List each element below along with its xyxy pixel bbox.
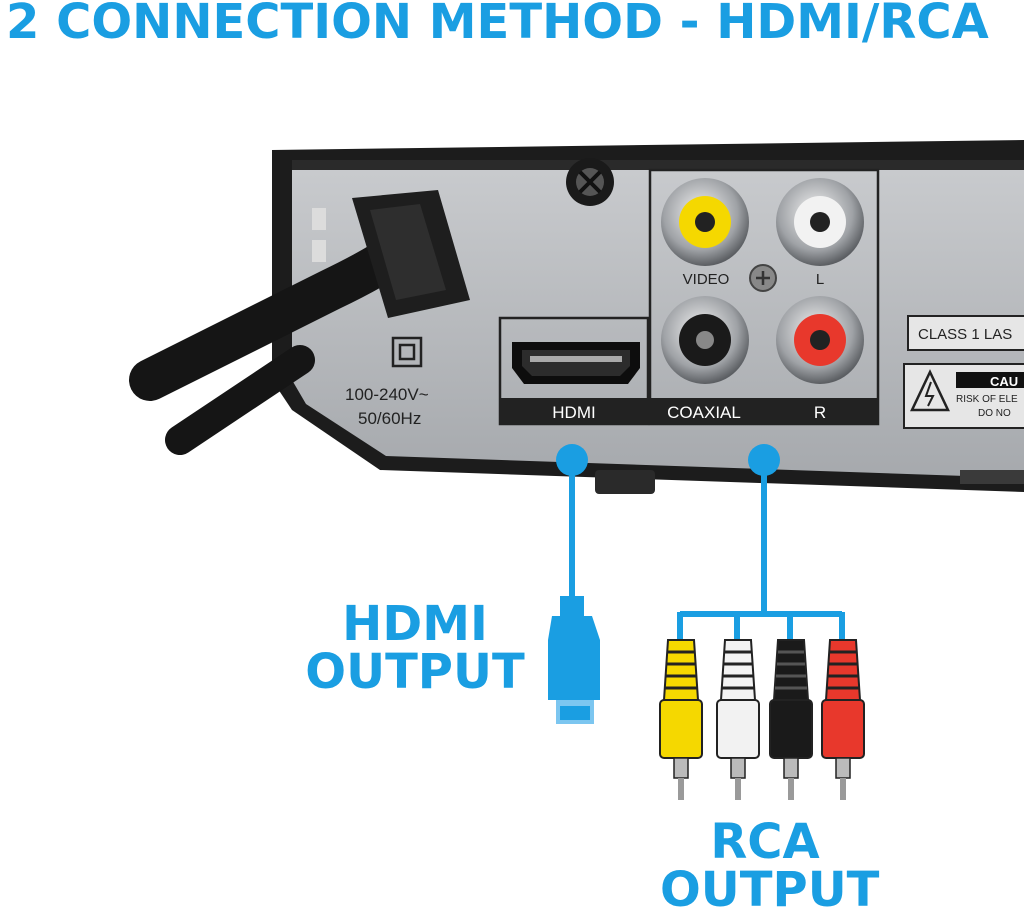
port-label-coaxial: COAXIAL <box>667 403 741 422</box>
port-label-hdmi: HDMI <box>552 403 595 422</box>
hdmi-port-marker <box>556 444 588 476</box>
rca-plug-white <box>716 639 760 800</box>
av-jack-panel <box>648 168 880 426</box>
hdmi-output-line1: HDMI <box>342 596 488 652</box>
jack-audio-left-white <box>776 178 864 266</box>
av-port-marker <box>748 444 780 476</box>
rca-plug-red <box>821 639 865 800</box>
jack-audio-right-red <box>776 296 864 384</box>
rca-output-label: RCA OUTPUT <box>660 814 880 918</box>
rca-plug-icon <box>659 639 865 800</box>
rca-output-line1: RCA <box>710 814 820 870</box>
power-cord-icon <box>129 190 470 455</box>
hdmi-output-label: HDMI OUTPUT <box>300 600 530 696</box>
rca-plug-black <box>769 639 813 800</box>
chassis-screw <box>566 158 614 206</box>
power-rating-line1: 100-240V~ <box>345 385 429 404</box>
caution-line1: RISK OF ELE <box>956 394 1018 405</box>
laser-class-label-box <box>907 315 1024 351</box>
headline: 2 CONNECTION METHOD - HDMI/RCA <box>6 0 989 50</box>
power-rating-line2: 50/60Hz <box>358 409 421 428</box>
caution-title: CAU <box>990 374 1018 389</box>
rca-output-line2: OUTPUT <box>660 862 880 918</box>
hdmi-plug-icon <box>548 596 600 724</box>
double-insulation-icon <box>391 336 423 368</box>
device-foot <box>595 470 655 494</box>
jack-coaxial-black <box>661 296 749 384</box>
caution-line2: DO NO <box>978 408 1011 419</box>
port-label-video: VIDEO <box>683 271 730 288</box>
hdmi-port <box>498 316 650 426</box>
caution-label <box>903 363 1024 429</box>
port-label-r: R <box>814 403 826 422</box>
jack-video-yellow <box>661 178 749 266</box>
hdmi-output-line2: OUTPUT <box>305 644 525 700</box>
rca-plug-yellow <box>659 639 703 800</box>
laser-class-label: CLASS 1 LAS <box>918 326 1012 343</box>
port-label-l: L <box>816 271 824 288</box>
warning-lightning-icon <box>910 369 950 412</box>
connector-lines <box>569 460 845 642</box>
